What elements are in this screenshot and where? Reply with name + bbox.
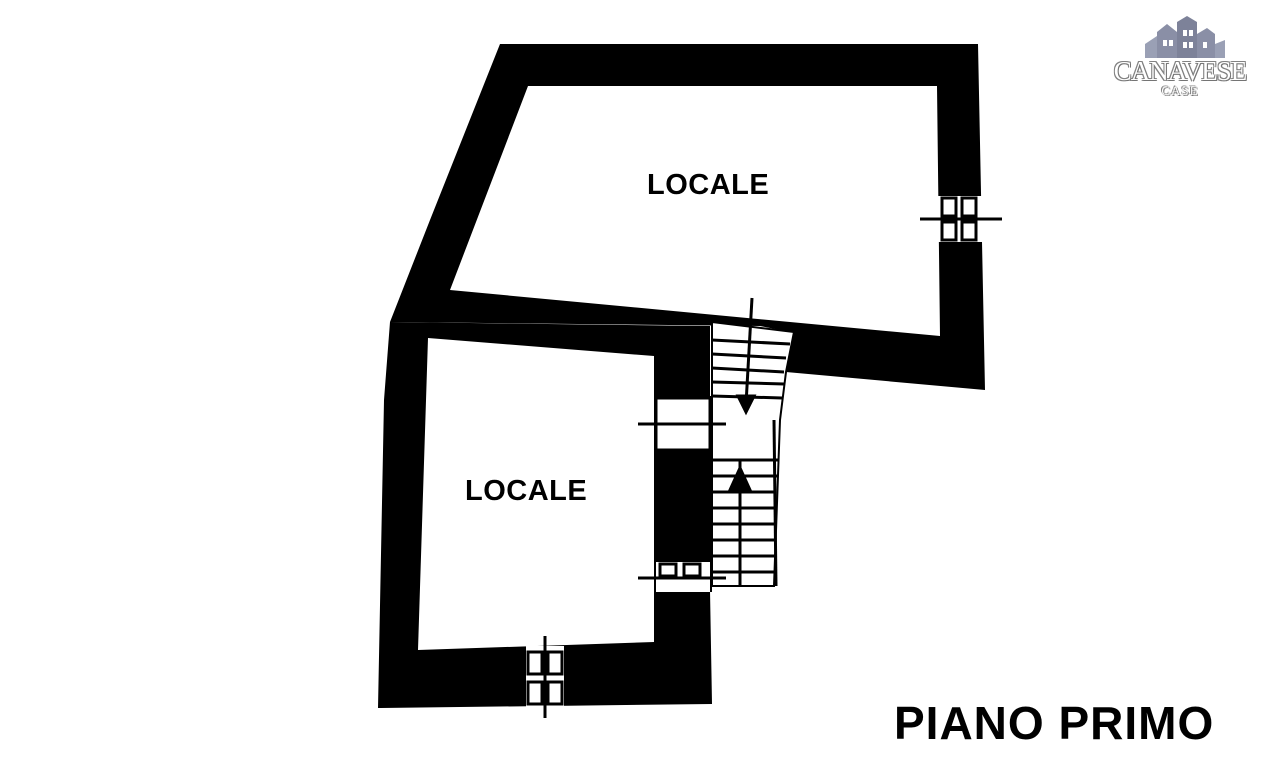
logo-subtitle: CASE <box>1161 83 1199 98</box>
upper-room-walls <box>390 44 985 390</box>
company-logo: CANAVESE CASE <box>1105 14 1255 100</box>
stair-opening <box>711 320 796 587</box>
window-lower-right <box>638 562 726 592</box>
room-label-upper: LOCALE <box>647 169 770 201</box>
lower-room-walls <box>378 322 712 708</box>
floor-name: PIANO PRIMO <box>894 697 1215 749</box>
door-stair-opening <box>638 396 726 452</box>
window-upper-right <box>920 196 1002 242</box>
houses-icon <box>1145 16 1225 58</box>
stair-arrow-up-icon <box>727 464 753 586</box>
window-lower-bottom <box>526 636 564 718</box>
logo-name: CANAVESE <box>1113 56 1248 86</box>
room-label-lower: LOCALE <box>465 475 588 507</box>
stair-arrow-down-icon <box>735 297 757 416</box>
